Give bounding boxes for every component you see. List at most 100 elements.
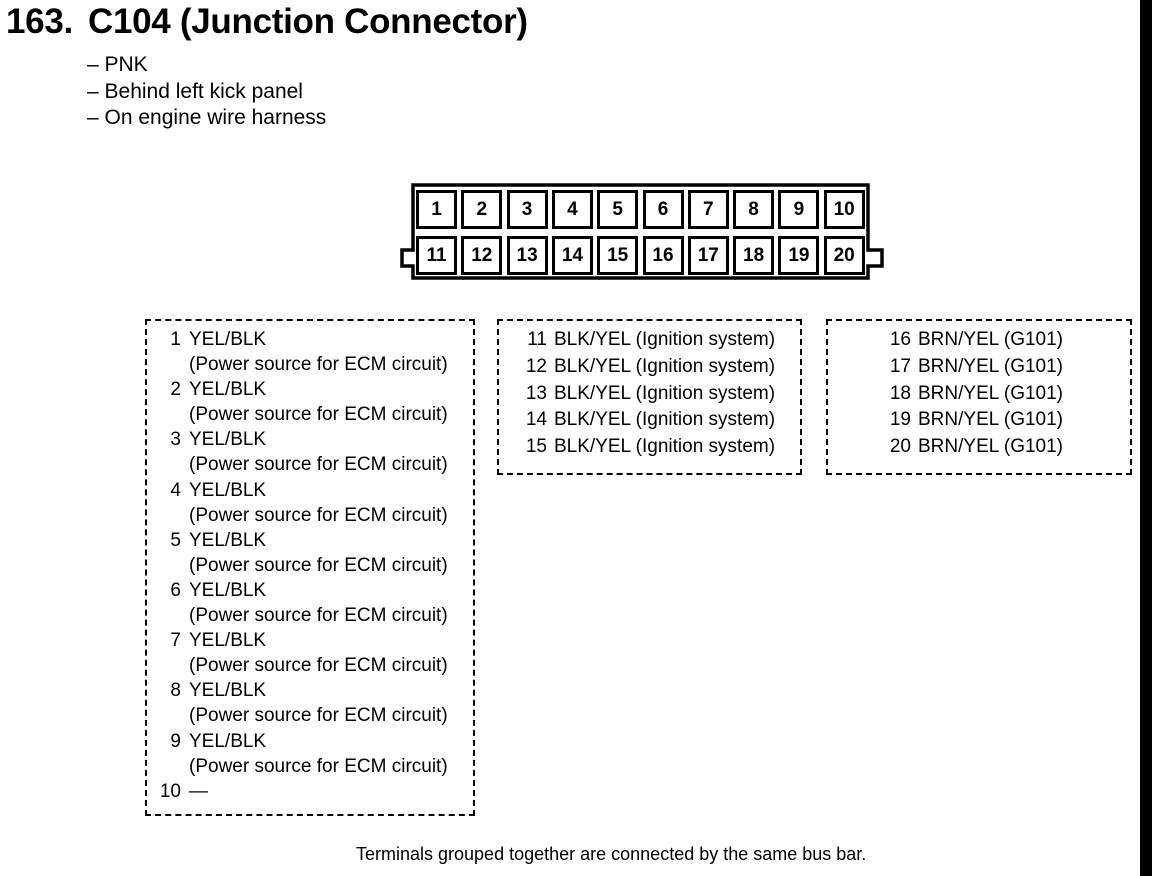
connector-pin: 6 — [642, 190, 684, 229]
connector-pin: 20 — [823, 236, 865, 275]
connector-pin: 18 — [733, 236, 775, 275]
terminal-description-row: (Power source for ECM circuit) — [147, 603, 473, 629]
terminal-number: 20 — [889, 436, 911, 458]
circuit-description: (Power source for ECM circuit) — [189, 454, 448, 476]
wire-color: YEL/BLK — [189, 630, 267, 652]
wire-color: BLK/YEL (Ignition system) — [554, 409, 776, 431]
page-edge-bar — [1140, 0, 1152, 876]
terminal-row: 20 BRN/YEL (G101) — [828, 434, 1130, 460]
connector-specs: – PNK – Behind left kick panel – On engi… — [87, 52, 326, 132]
spec-color: – PNK — [87, 53, 148, 76]
terminal-number: 11 — [527, 329, 547, 350]
wire-color: BRN/YEL (G101) — [918, 382, 1064, 404]
circuit-description: (Power source for ECM circuit) — [189, 655, 448, 677]
terminal-number: 14 — [525, 409, 547, 431]
terminal-row: 11 BLK/YEL (Ignition system) — [499, 327, 800, 353]
circuit-description: (Power source for ECM circuit) — [189, 705, 448, 727]
terminal-row: 4 YEL/BLK — [147, 478, 473, 504]
terminal-number: 7 — [170, 630, 181, 652]
connector-pin: 3 — [506, 190, 548, 229]
wire-color: YEL/BLK — [189, 680, 267, 702]
terminal-description-row: (Power source for ECM circuit) — [147, 703, 473, 729]
terminal-description-row: (Power source for ECM circuit) — [147, 653, 473, 679]
connector-pin: 19 — [778, 236, 820, 275]
circuit-description: (Power source for ECM circuit) — [189, 504, 448, 526]
circuit-description: (Power source for ECM circuit) — [189, 605, 448, 626]
circuit-description: (Power source for ECM circuit) — [189, 404, 448, 426]
terminal-row: 14 BLK/YEL (Ignition system) — [499, 407, 800, 433]
terminal-number: 12 — [525, 355, 547, 377]
connector-pin: 7 — [687, 190, 729, 229]
wire-color: YEL/BLK — [189, 379, 267, 401]
terminal-number: 5 — [170, 529, 181, 551]
terminal-number: 15 — [525, 436, 547, 458]
terminal-description-row: (Power source for ECM circuit) — [147, 402, 473, 428]
terminal-number: 9 — [170, 730, 181, 752]
connector-pin: 1 — [416, 190, 457, 229]
terminal-description-row: (Power source for ECM circuit) — [147, 452, 473, 478]
connector-pin: 10 — [823, 190, 865, 229]
connector-pin: 4 — [551, 190, 593, 229]
connector-index: 163. — [6, 2, 73, 41]
terminal-number: 13 — [525, 382, 547, 404]
wire-color: BRN/YEL (G101) — [918, 436, 1064, 458]
terminal-row: 13 BLK/YEL (Ignition system) — [499, 381, 800, 407]
terminal-row: 15 BLK/YEL (Ignition system) — [499, 434, 800, 460]
wire-color: — — [189, 780, 208, 802]
wire-color: BRN/YEL (G101) — [918, 329, 1064, 350]
wire-color: YEL/BLK — [189, 529, 267, 551]
connector-pin: 17 — [687, 236, 729, 275]
terminal-row: 1 YEL/BLK — [147, 327, 473, 353]
terminal-number: 1 — [170, 329, 181, 350]
wire-color: YEL/BLK — [189, 429, 267, 451]
connector-pin: 12 — [461, 236, 503, 275]
page-title: 163. C104 (Junction Connector) — [6, 2, 528, 42]
footnote: Terminals grouped together are connected… — [356, 844, 867, 864]
circuit-description: (Power source for ECM circuit) — [189, 755, 448, 777]
terminal-row: 5 YEL/BLK — [147, 528, 473, 554]
terminal-number: 10 — [159, 780, 181, 802]
wire-color: BLK/YEL (Ignition system) — [554, 382, 776, 404]
wire-color: BRN/YEL (G101) — [918, 409, 1064, 431]
wire-color: YEL/BLK — [189, 730, 267, 752]
terminal-description-row: (Power source for ECM circuit) — [147, 553, 473, 579]
wire-color: BLK/YEL (Ignition system) — [554, 329, 776, 350]
connector-name: C104 (Junction Connector) — [88, 2, 528, 41]
terminal-description-row: (Power source for ECM circuit) — [147, 503, 473, 529]
wire-color: BRN/YEL (G101) — [918, 355, 1064, 377]
terminal-number: 2 — [170, 379, 181, 401]
connector-pin: 9 — [778, 190, 820, 229]
terminal-number: 19 — [889, 409, 911, 431]
connector-pin: 14 — [551, 236, 593, 275]
wire-color: YEL/BLK — [189, 479, 267, 501]
connector-pin: 13 — [506, 236, 548, 275]
terminal-row: 2 YEL/BLK — [147, 377, 473, 403]
terminal-number: 4 — [170, 479, 181, 501]
terminal-description-row: (Power source for ECM circuit) — [147, 754, 473, 780]
circuit-description: (Power source for ECM circuit) — [189, 354, 448, 375]
terminal-row: 7 YEL/BLK — [147, 628, 473, 654]
terminal-number: 8 — [170, 680, 181, 702]
connector-pin: 5 — [597, 190, 639, 229]
connector-pin: 11 — [416, 236, 457, 275]
wire-color: BLK/YEL (Ignition system) — [554, 436, 776, 458]
connector-pin: 16 — [642, 236, 684, 275]
connector-pin: 2 — [461, 190, 503, 229]
connector-pin: 15 — [597, 236, 639, 275]
terminal-row: 19 BRN/YEL (G101) — [828, 407, 1130, 433]
terminal-description-row: (Power source for ECM circuit) — [147, 352, 473, 378]
terminal-number: 6 — [170, 580, 181, 601]
terminal-row: 12 BLK/YEL (Ignition system) — [499, 354, 800, 380]
terminal-row: 8 YEL/BLK — [147, 678, 473, 704]
circuit-description: (Power source for ECM circuit) — [189, 554, 448, 576]
terminal-row: 9 YEL/BLK — [147, 729, 473, 755]
wire-color: YEL/BLK — [189, 329, 267, 350]
wire-color: BLK/YEL (Ignition system) — [554, 355, 776, 377]
